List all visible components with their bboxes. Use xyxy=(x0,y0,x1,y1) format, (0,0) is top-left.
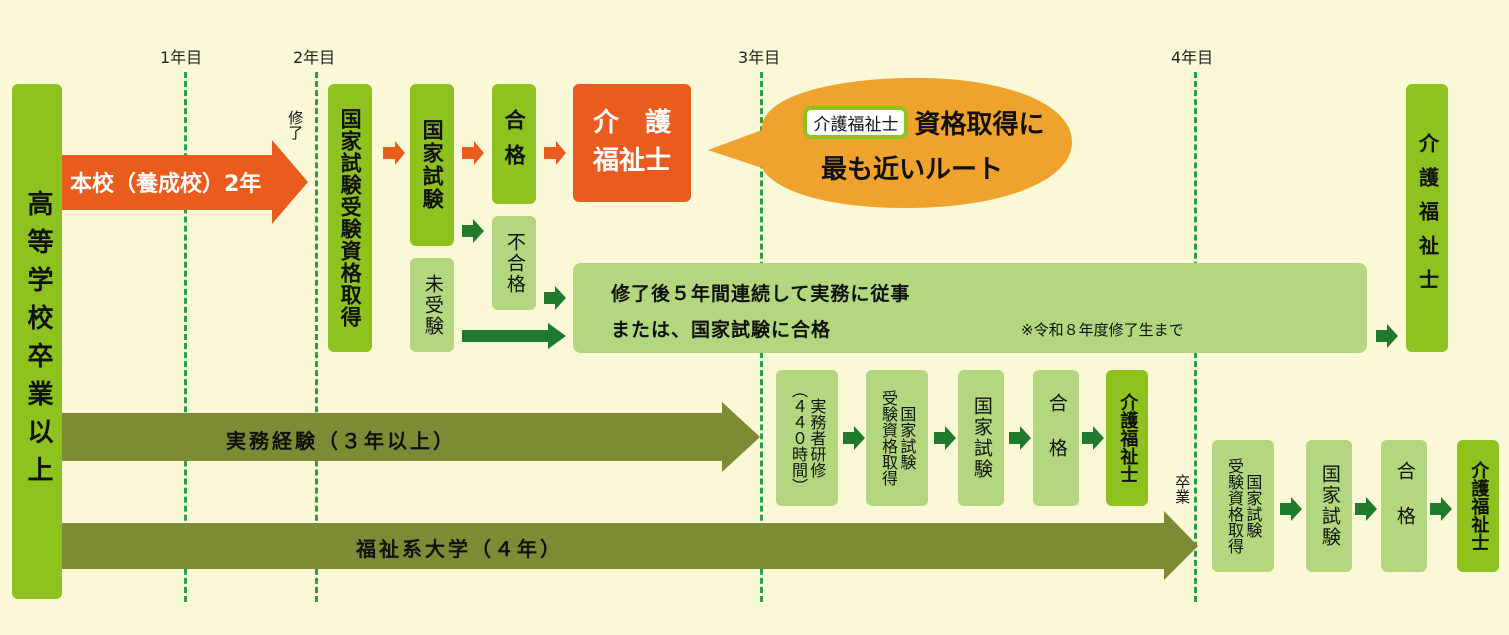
year-label-3: 3年目 xyxy=(738,48,781,67)
year-label-4: 4年目 xyxy=(1171,48,1214,67)
year-line-1 xyxy=(184,72,187,602)
exp-qualification-main: 受験資格取得 xyxy=(879,390,898,486)
orange-arrow-3 xyxy=(544,141,566,165)
year-line-2 xyxy=(315,72,318,602)
uni-qualification-main: 受験資格取得 xyxy=(1225,458,1244,554)
green-arrow-exp-4 xyxy=(1082,426,1104,450)
green-arrow-exp-3 xyxy=(1009,426,1031,450)
main-result-line2: 福祉士 xyxy=(592,146,671,176)
main-result-line1: 介 護 xyxy=(592,108,671,139)
callout-bubble xyxy=(708,77,1072,208)
graduate-label: 卒業 xyxy=(1173,474,1192,504)
green-arrow-uni-1 xyxy=(1280,497,1302,521)
orange-arrow-2 xyxy=(462,141,484,165)
school-arrow xyxy=(62,140,308,224)
green-arrow-to-final xyxy=(1376,324,1398,348)
callout-text1: 資格取得に xyxy=(914,110,1045,140)
callout-line1: 介護福祉士 資格取得に xyxy=(776,104,1072,141)
callout-content: 介護福祉士 資格取得に 最も近いルート xyxy=(776,104,1072,186)
green-arrow-exp-2 xyxy=(934,426,956,450)
green-arrow-uni-2 xyxy=(1355,497,1377,521)
exp-qualification-prefix: 国家試験 xyxy=(897,406,917,470)
practical-training-main: 実務者研修 xyxy=(807,398,827,478)
practical-training-hours: （４４０時間） xyxy=(789,382,808,494)
experience-arrow-label: 実務経験（３年以上） xyxy=(226,429,456,453)
year-label-1: 1年目 xyxy=(160,48,203,67)
exp-result-box: 介護福祉士 xyxy=(1106,370,1148,506)
uni-qualification-prefix: 国家試験 xyxy=(1243,474,1263,538)
uni-qualification-box: 国家試験 受験資格取得 xyxy=(1212,440,1274,572)
orange-arrow-1 xyxy=(383,141,405,165)
green-arrow-untaken xyxy=(462,323,566,349)
practical-training-box: 実務者研修 （４４０時間） xyxy=(776,370,838,506)
fail-box: 不合格 xyxy=(492,216,536,310)
callout-badge: 介護福祉士 xyxy=(803,106,909,139)
exp-exam-box: 国家試験 xyxy=(958,370,1004,506)
pass-box: 合格 xyxy=(492,84,536,204)
exam-box: 国家試験 xyxy=(410,84,454,246)
uni-exam-box: 国家試験 xyxy=(1306,440,1352,572)
qualification-box: 国家試験受験資格取得 xyxy=(328,84,372,352)
green-arrow-to-interim-1 xyxy=(544,286,566,310)
exp-qualification-box: 国家試験 受験資格取得 xyxy=(866,370,928,506)
year-label-2: 2年目 xyxy=(293,48,336,67)
green-arrow-exp-1 xyxy=(843,426,865,450)
not-taken-box: 未受験 xyxy=(410,258,454,352)
university-arrow xyxy=(62,511,1198,580)
callout-text2: 最も近いルート xyxy=(820,155,1003,185)
green-arrow-fail xyxy=(462,219,484,243)
completion-label: 修了 xyxy=(286,110,305,140)
interim-line1: 修了後５年間連続して実務に従事 xyxy=(611,283,911,305)
interim-line2: または、国家試験に合格 xyxy=(611,319,832,341)
exp-pass-box: 合格 xyxy=(1033,370,1079,506)
uni-pass-box: 合格 xyxy=(1381,440,1427,572)
experience-arrow xyxy=(62,402,760,472)
left-column-requirement: 高等学校卒業以上 xyxy=(12,84,62,599)
final-result-box: 介護福祉士 xyxy=(1406,84,1448,352)
uni-result-box: 介護福祉士 xyxy=(1457,440,1499,572)
main-result-box: 介 護 福祉士 xyxy=(573,84,691,202)
interim-condition-box: 修了後５年間連続して実務に従事 または、国家試験に合格 ※令和８年度修了生まで xyxy=(573,263,1367,353)
school-arrow-label: 本校（養成校）2年 xyxy=(70,172,262,197)
interim-note: ※令和８年度修了生まで xyxy=(1021,321,1184,339)
green-arrow-uni-3 xyxy=(1430,497,1452,521)
university-arrow-label: 福祉系大学（４年） xyxy=(356,537,563,561)
